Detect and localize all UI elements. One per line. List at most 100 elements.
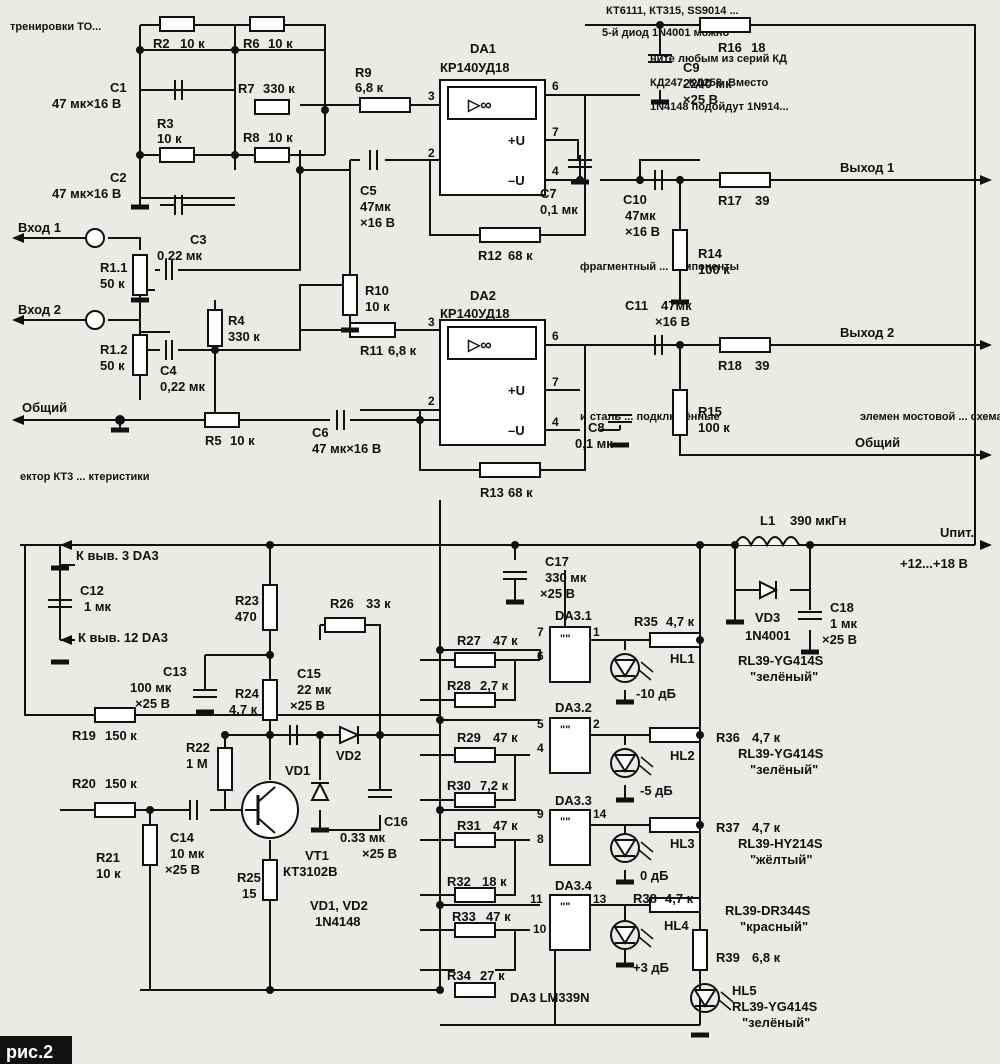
label-val: 6,8 к bbox=[388, 343, 417, 358]
label-da3-1: DA3.1 bbox=[555, 608, 592, 623]
opamp-symbol: ▷∞ bbox=[467, 337, 492, 354]
label-val: 10 к bbox=[96, 866, 121, 881]
label-ref: R38 bbox=[633, 891, 657, 906]
label-val: ×16 В bbox=[625, 224, 660, 239]
label-ref: R4 bbox=[228, 313, 245, 328]
resistor-r19 bbox=[94, 707, 136, 723]
label-ref: R39 bbox=[716, 950, 740, 965]
label-hl3-level: 0 дБ bbox=[640, 868, 668, 883]
label-ref: R36 bbox=[716, 730, 740, 745]
label-val: ×16 В bbox=[655, 314, 690, 329]
label-hl4: HL4 bbox=[664, 918, 689, 933]
resistor-r1-1 bbox=[132, 254, 148, 296]
label-hl2-level: -5 дБ bbox=[640, 783, 673, 798]
label-ref: C7 bbox=[540, 186, 557, 201]
pin-number: 4 bbox=[552, 164, 559, 178]
resistor-r35 bbox=[649, 632, 701, 648]
label-val: 100 мк bbox=[130, 680, 172, 695]
label-ref: C16 bbox=[384, 814, 408, 829]
label-val: 10 к bbox=[365, 299, 390, 314]
resistor-r33 bbox=[454, 922, 496, 938]
label-ref: R11 bbox=[360, 343, 383, 358]
label-ref: C11 bbox=[625, 298, 648, 313]
label-ref: R2 bbox=[153, 36, 170, 51]
label-val: 47мк bbox=[661, 298, 692, 313]
transistor-vt1 bbox=[241, 781, 299, 839]
label-ref: R19 bbox=[72, 728, 96, 743]
label-hl2: HL2 bbox=[670, 748, 695, 763]
comparator-da3-2 bbox=[549, 717, 591, 774]
pin-number: 6 bbox=[552, 79, 559, 93]
resistor-r29 bbox=[454, 747, 496, 763]
bg-line: КД247, КД258. Вместо bbox=[650, 77, 768, 89]
label-val: 0,1 мк bbox=[540, 202, 578, 217]
label-ref: R27 bbox=[457, 633, 481, 648]
input-jacks bbox=[85, 228, 125, 425]
label-val: 100 к bbox=[698, 420, 730, 435]
led-hl1-icon bbox=[610, 653, 654, 683]
label-ref: R22 bbox=[186, 740, 210, 755]
resistor-r6 bbox=[249, 16, 285, 32]
pin-number: 10 bbox=[533, 922, 547, 936]
label-ref: C18 bbox=[830, 600, 854, 615]
label-val: 47 к bbox=[493, 633, 518, 648]
label-val: 4,7 к bbox=[752, 820, 781, 835]
label-val: 39 bbox=[755, 358, 769, 373]
label-input-1: Вход 1 bbox=[18, 220, 61, 235]
resistor-r16 bbox=[699, 17, 751, 33]
label-ref: R25 bbox=[237, 870, 261, 885]
label-hl1-color: "зелёный" bbox=[750, 669, 818, 684]
label-da1: DA1 bbox=[470, 41, 496, 56]
resistor-r4 bbox=[207, 309, 223, 347]
resistor-r24 bbox=[262, 679, 278, 721]
label-ref: R28 bbox=[447, 678, 471, 693]
label-val: 10 к bbox=[268, 36, 293, 51]
label-val: 47 мк×16 В bbox=[52, 96, 121, 111]
label-val: 100 к bbox=[698, 262, 730, 277]
resistor-r22 bbox=[217, 747, 233, 791]
label-val: 2200 мк bbox=[683, 76, 732, 91]
resistor-r26 bbox=[324, 617, 366, 633]
resistor-r37 bbox=[649, 817, 701, 833]
pin-number: 2 bbox=[593, 717, 600, 731]
jack-in2-icon bbox=[85, 310, 105, 330]
label-ref: R13 bbox=[480, 485, 504, 500]
figure-label-box bbox=[0, 1036, 72, 1064]
label-supply: Uпит. bbox=[940, 525, 974, 540]
resistor-r13 bbox=[479, 462, 541, 478]
label-hl5-color: "зелёный" bbox=[742, 1015, 810, 1030]
capacitor-c13 bbox=[193, 689, 217, 698]
label-hl3: HL3 bbox=[670, 836, 695, 851]
capacitor-c8 bbox=[608, 414, 632, 423]
label-ref: R8 bbox=[243, 130, 260, 145]
label-val: 4,7 к bbox=[229, 702, 258, 717]
bg-line: элемен мостовой ... схема bbox=[860, 411, 1000, 423]
label-val: 0,22 мк bbox=[157, 248, 203, 263]
label-ref: R6 bbox=[243, 36, 260, 51]
label-val: 47мк bbox=[360, 199, 391, 214]
resistor-r14 bbox=[672, 229, 688, 271]
resistor-r17 bbox=[719, 172, 771, 188]
led-hl5-icon bbox=[690, 983, 734, 1013]
label-val: ×25 В bbox=[822, 632, 857, 647]
label-val: 1 М bbox=[186, 756, 208, 771]
label-da3-type: DA3 LM339N bbox=[510, 990, 589, 1005]
pin-number: 11 bbox=[530, 892, 543, 906]
opamp-symbol: ▷∞ bbox=[467, 97, 492, 114]
label-val: 330 к bbox=[228, 329, 260, 344]
label-vd1: VD1 bbox=[285, 763, 310, 778]
resistor-r23 bbox=[262, 584, 278, 631]
label-ref: C14 bbox=[170, 830, 195, 845]
resistor-r31 bbox=[454, 832, 496, 848]
label-output-2: Выход 2 bbox=[840, 325, 894, 340]
capacitor-c4 bbox=[165, 340, 173, 360]
label-val: 150 к bbox=[105, 728, 137, 743]
label-ref: C15 bbox=[297, 666, 321, 681]
bg-line: фрагментный ... компоненты bbox=[580, 261, 739, 273]
pin-number: 5 bbox=[537, 717, 544, 731]
label-val: 330 мк bbox=[545, 570, 587, 585]
comparator-da3-1 bbox=[549, 626, 591, 683]
label-ref: R12 bbox=[478, 248, 502, 263]
label-val: 10 к bbox=[268, 130, 293, 145]
resistor-r27 bbox=[454, 652, 496, 668]
